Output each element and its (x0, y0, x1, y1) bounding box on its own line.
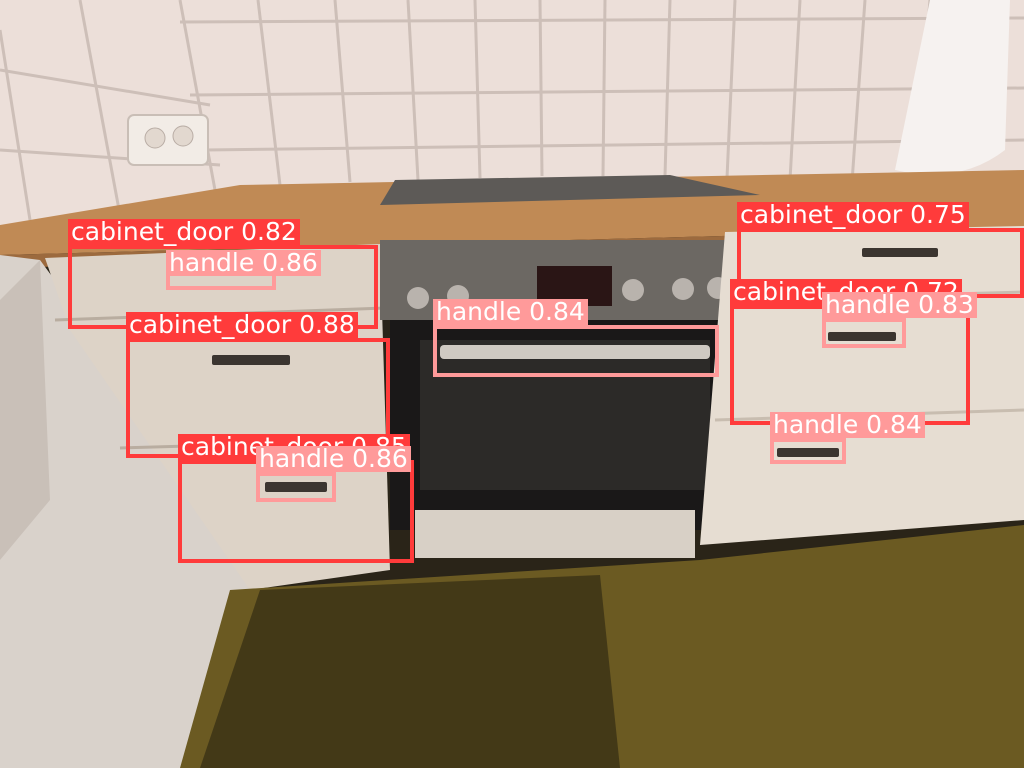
bounding-box (433, 325, 719, 377)
detection-label: cabinet_door 0.82 (68, 219, 300, 245)
detection-handle: handle 0.83 (822, 292, 977, 348)
tile-grid (0, 0, 1024, 221)
detection-handle: handle 0.86 (256, 446, 411, 502)
left-side-panel (0, 255, 260, 768)
detection-label: handle 0.84 (770, 412, 925, 438)
detection-handle: handle 0.84 (433, 299, 719, 377)
bounding-box (256, 472, 336, 502)
detection-handle: handle 0.84 (770, 412, 925, 464)
detection-label: handle 0.86 (256, 446, 411, 472)
detection-label: cabinet_door 0.88 (126, 312, 358, 338)
detection-label: handle 0.86 (166, 250, 321, 276)
paper-towel-roll (895, 0, 1010, 175)
power-socket (127, 114, 209, 166)
detection-label: cabinet_door 0.75 (737, 202, 969, 228)
detection-handle: handle 0.86 (166, 250, 321, 290)
bounding-box (822, 318, 906, 348)
cooktop (380, 175, 760, 205)
detection-label: handle 0.83 (822, 292, 977, 318)
detection-label: handle 0.84 (433, 299, 588, 325)
bounding-box (770, 438, 846, 464)
